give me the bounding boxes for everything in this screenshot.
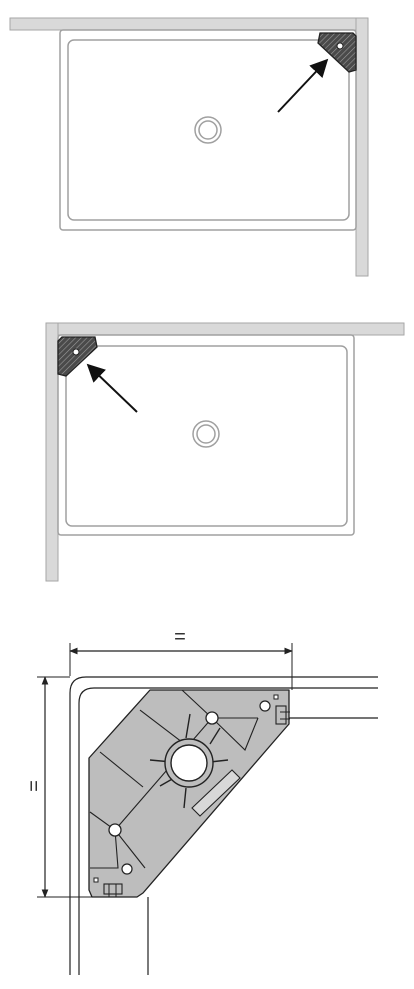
width-equal-label: =	[174, 626, 186, 648]
pointer-arrow	[277, 58, 329, 113]
wall-top	[9, 17, 369, 31]
wall-top	[45, 322, 405, 336]
clip-icon	[273, 694, 290, 725]
panel-top-left	[45, 322, 405, 582]
detail-view: = =	[22, 626, 378, 975]
panel-top-right	[9, 17, 369, 277]
screw-hole-icon	[259, 700, 271, 712]
corner-bracket-icon	[317, 32, 357, 73]
wall-right	[355, 17, 369, 277]
drain-opening-icon	[149, 713, 229, 809]
wall-left	[45, 322, 59, 582]
screw-hole-icon	[205, 711, 219, 725]
wall-outer-profile	[69, 676, 378, 975]
pointer-arrow	[86, 363, 138, 413]
wall-inner-profile	[78, 687, 378, 975]
corner-bracket-icon	[57, 336, 98, 377]
corner-bracket-detail	[88, 689, 290, 898]
screw-hole-icon	[108, 823, 122, 837]
screw-hole-icon	[121, 863, 133, 875]
height-equal-label: =	[22, 780, 44, 792]
clip-icon	[93, 877, 123, 897]
